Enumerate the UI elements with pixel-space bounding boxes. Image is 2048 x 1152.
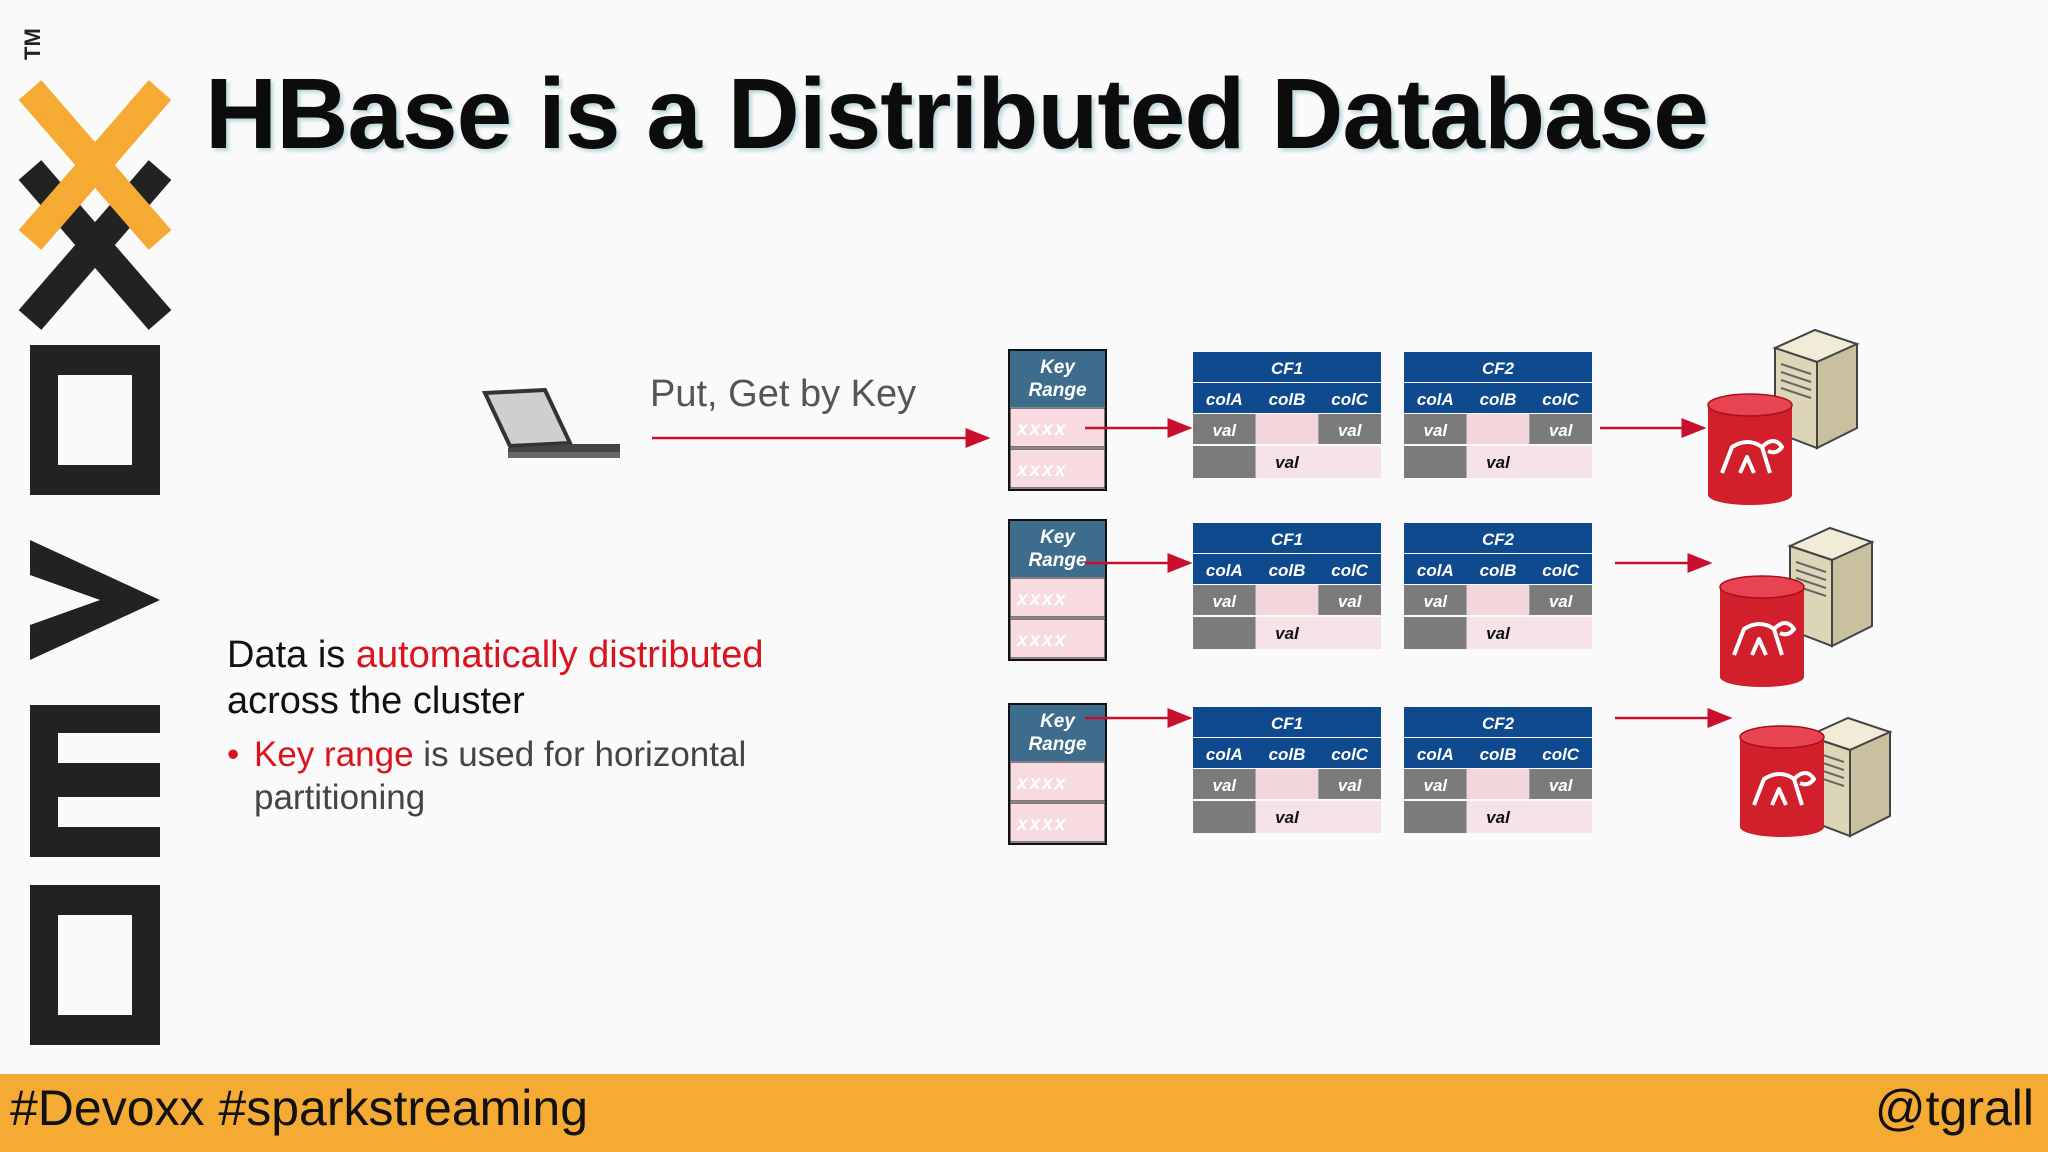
key-header-line: Range (1028, 550, 1087, 571)
bullet-highlight: Key range (254, 735, 414, 774)
database-icon (1708, 394, 1792, 505)
column-name: colB (1269, 390, 1306, 409)
cell-value: val (1549, 592, 1574, 611)
cell-value: val (1338, 421, 1363, 440)
empty-cell (1256, 414, 1319, 444)
description-text: Data is automatically distributed across… (227, 632, 787, 724)
key-header-line: Key (1040, 357, 1076, 378)
empty-cell (1404, 801, 1467, 833)
key-header-line: Range (1028, 380, 1087, 401)
column-name: colB (1480, 745, 1517, 764)
column-name: colC (1331, 561, 1369, 580)
cell-value: val (1549, 421, 1574, 440)
column-name: colA (1417, 390, 1454, 409)
cell-value: val (1338, 776, 1363, 795)
column-name: colB (1269, 561, 1306, 580)
footer-handle: @tgrall (1875, 1079, 2034, 1137)
empty-cell (1256, 585, 1319, 615)
column-name: colA (1417, 561, 1454, 580)
cell-value: val (1275, 808, 1300, 827)
column-family-table: CF1 colA colB colC val val val (1193, 523, 1381, 649)
key-value: xxxx (1016, 419, 1067, 440)
cell-value: val (1213, 421, 1238, 440)
key-value: xxxx (1016, 773, 1067, 794)
footer-hashtags: #Devoxx #sparkstreaming (10, 1079, 588, 1137)
cell-value: val (1424, 776, 1449, 795)
cell-value: val (1424, 421, 1449, 440)
description-part1: Data is (227, 634, 356, 676)
empty-cell (1404, 617, 1467, 649)
database-icon (1740, 726, 1824, 837)
key-header-line: Key (1040, 527, 1076, 548)
empty-cell (1404, 446, 1467, 478)
cell-value: val (1486, 624, 1511, 643)
cell-value: val (1424, 592, 1449, 611)
column-name: colC (1542, 745, 1580, 764)
cell-value: val (1213, 776, 1238, 795)
column-name: colB (1269, 745, 1306, 764)
empty-cell (1467, 414, 1530, 444)
column-name: colB (1480, 561, 1517, 580)
key-value: xxxx (1016, 589, 1067, 610)
cell-value: val (1275, 624, 1300, 643)
cell-value: val (1486, 453, 1511, 472)
column-family-table: CF2 colA colB colC val val val (1404, 352, 1592, 478)
key-value: xxxx (1016, 630, 1067, 651)
column-family-table: CF2 colA colB colC val val val (1404, 707, 1592, 833)
description-part2: across the cluster (227, 680, 525, 722)
key-value: xxxx (1016, 814, 1067, 835)
cell-value: val (1275, 453, 1300, 472)
cell-value: val (1549, 776, 1574, 795)
empty-cell (1193, 617, 1256, 649)
column-name: colC (1331, 390, 1369, 409)
empty-cell (1193, 801, 1256, 833)
region-row: KeyRange xxxx xxxx CF1 colA colB colC val val val… (1009, 704, 1890, 844)
empty-cell (1256, 769, 1319, 799)
cf-name: CF1 (1271, 530, 1303, 549)
key-header-line: Range (1028, 734, 1087, 755)
column-name: colC (1542, 561, 1580, 580)
cf-name: CF2 (1482, 530, 1515, 549)
footer-bar: #Devoxx #sparkstreaming @tgrall (0, 1074, 2048, 1152)
cell-value: val (1338, 592, 1363, 611)
cell-value: val (1213, 592, 1238, 611)
bullet-text: Key range is used for horizontal partiti… (227, 733, 787, 819)
column-name: colA (1417, 745, 1454, 764)
column-name: colA (1206, 561, 1243, 580)
key-header-line: Key (1040, 711, 1076, 732)
description-highlight: automatically distributed (356, 634, 764, 676)
bullet-marker: • (227, 733, 239, 776)
database-icon (1720, 576, 1804, 687)
column-family-table: CF2 colA colB colC val val val (1404, 523, 1592, 649)
column-name: colC (1542, 390, 1580, 409)
cf-name: CF1 (1271, 714, 1303, 733)
cf-name: CF2 (1482, 714, 1515, 733)
column-family-table: CF1 colA colB colC val val val (1193, 707, 1381, 833)
empty-cell (1193, 446, 1256, 478)
key-value: xxxx (1016, 460, 1067, 481)
column-name: colC (1331, 745, 1369, 764)
column-name: colB (1480, 390, 1517, 409)
bullet-item: • Key range is used for horizontal parti… (227, 733, 787, 819)
empty-cell (1467, 585, 1530, 615)
column-name: colA (1206, 745, 1243, 764)
empty-cell (1467, 769, 1530, 799)
cf-name: CF2 (1482, 359, 1515, 378)
cf-name: CF1 (1271, 359, 1303, 378)
cell-value: val (1486, 808, 1511, 827)
column-name: colA (1206, 390, 1243, 409)
column-family-table: CF1 colA colB colC val val val (1193, 352, 1381, 478)
